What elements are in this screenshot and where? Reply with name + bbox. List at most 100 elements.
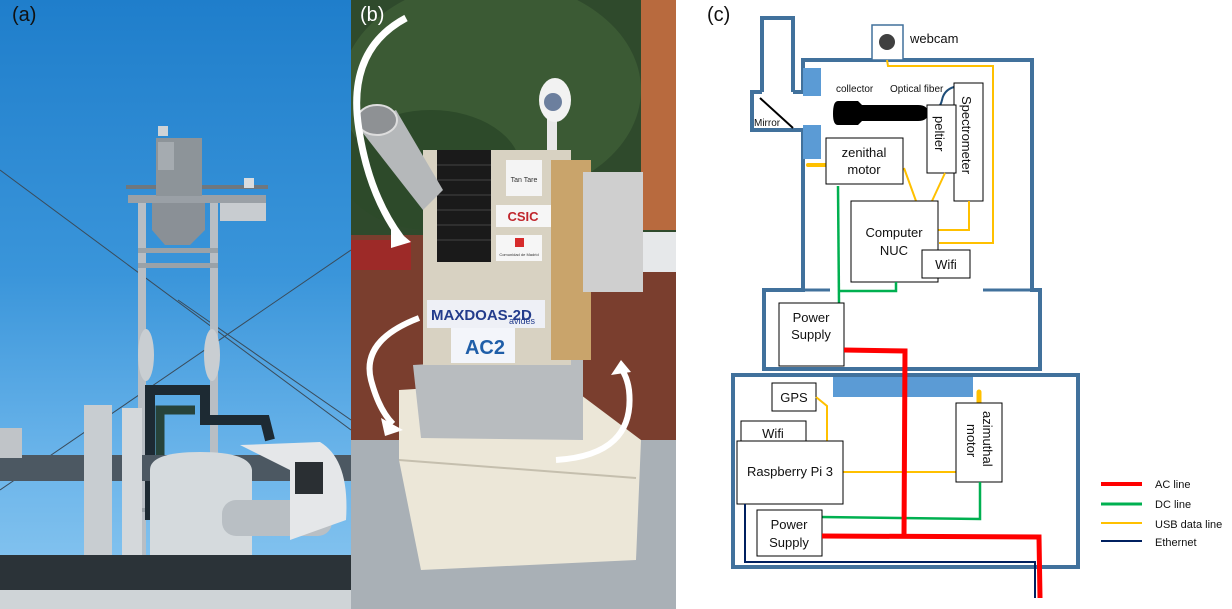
guy-wire [0,169,351,431]
tower-photo-illustration [0,126,351,609]
azimuthal-arrow-head-left [381,418,403,436]
legend: AC line DC line USB data line Ethernet [1101,479,1222,549]
instrument-side [158,142,174,170]
usb-webcam-to-nuc [886,59,994,244]
ac-top-supply [843,347,908,538]
dc-nuc [839,282,898,293]
lower-housing [731,373,1080,569]
azimuthal-arrow-head-right [611,360,631,375]
dc-lines-upper [836,185,898,304]
sticker-logo-text: Tan Tare [511,177,538,184]
side-panel [583,172,643,292]
webcam-lens [544,93,562,111]
panel-label-a: (a) [12,4,37,26]
power-supply-bottom-box [756,509,823,557]
parapet-wall [0,590,351,609]
platform-box [220,203,266,221]
tower-leg [138,195,146,609]
sticker-maxdoas-sub: avides [509,316,536,326]
sticker-madrid-text: Comunidad de Madrid [499,252,538,257]
webcam-icon [879,34,895,50]
zenith-bearing-top [803,68,821,96]
legend-label-ac: AC line [1155,479,1190,491]
fan-opening [295,462,323,494]
heat-sink [437,150,491,262]
tower-crossbar [138,263,218,268]
sticker-maxdoas-text: MAXDOAS-2D [431,307,532,324]
usb-lines-lower [815,396,956,473]
instrument-base [152,203,205,245]
dc-zenithal [836,185,841,304]
usb-peltier-to-nuc [931,172,946,202]
chimney [84,405,112,570]
power-supply-top-box [778,302,845,367]
azimuthal-motor-label-2: motor [964,424,979,458]
zenithal-motor-label-2: motor [847,162,881,177]
dc-line-lower [820,482,982,521]
ac-bottom-supply [821,533,1043,599]
gps-label: GPS [780,390,808,405]
collector-shape [833,101,928,125]
azimuthal-rotation-arrow-left [366,315,421,427]
computer-label-1: Computer [865,225,923,240]
legend-label-dc: DC line [1155,499,1191,511]
chimney [122,408,142,568]
zenithal-rotation-arrow [353,14,408,241]
wifi-top-label: Wifi [935,257,957,272]
usb-lines-upper [886,59,994,244]
sticker-logo [506,160,542,196]
power-supply-top-label-1: Power [793,310,831,325]
raspberry-pi-box [736,440,844,505]
legend-label-usb: USB data line [1155,519,1222,531]
photo-panel-a: (a) [0,0,351,609]
wifi-bottom-label: Wifi [762,426,784,441]
usb-zenithal-to-nuc [903,167,917,202]
zenithal-arrow-head [391,225,411,248]
sticker-ac2 [451,328,515,363]
tower-crossbar [138,248,218,253]
mirror-label: Mirror [754,118,781,129]
azimuthal-rotation-arrow-right [555,364,633,463]
periscope-tube [760,16,795,92]
madrid-logo [515,238,524,247]
zenithal-motor-label-1: zenithal [842,145,887,160]
ac-lines [821,347,1043,599]
webcam-label: webcam [909,31,958,46]
panel-label-c: (c) [707,4,731,26]
computer-label-2: NUC [880,243,908,258]
vent [0,428,22,458]
optical-fiber-label: Optical fiber [890,84,944,95]
collector-label: collector [836,84,874,95]
electronics-box [413,355,583,440]
peltier-label: peltier [932,116,947,152]
photo-panel-b: Tan Tare CSIC Comunidad de Madrid MAXDOA… [351,0,676,609]
guy-wire [0,249,351,491]
zenithal-motor-box [825,137,904,185]
webcam-mount [547,100,557,150]
tower-fitting [204,329,220,381]
schematic-panel-c: (c) Mirror webcam collector Optical fibe… [676,0,1232,609]
spectrometer-label: Spectrometer [959,96,974,175]
mirror-line [759,97,794,129]
insulated-pipe [145,385,275,520]
sticker-csic [496,205,551,227]
panel-label-b: (b) [360,4,385,26]
power-supply-top-label-2: Supply [791,327,831,342]
usb-spectrometer-to-nuc [937,201,970,231]
upper-housing [762,58,1042,371]
sticker-csic-text: CSIC [507,209,539,224]
usb-gps-to-pi [815,396,828,441]
tower-fitting [138,329,154,381]
tower-leg [210,195,218,609]
instrument-camera [158,126,168,136]
gps-box [771,382,817,412]
sticker-ac2-text: AC2 [465,337,505,359]
raspberry-pi-label: Raspberry Pi 3 [747,464,833,479]
tower-platform [128,195,266,203]
instrument-photo-illustration: Tan Tare CSIC Comunidad de Madrid MAXDOA… [351,0,676,609]
heat-sink-fins [437,164,491,241]
power-supply-bottom-label-2: Supply [769,535,809,550]
legend-label-ethernet: Ethernet [1155,537,1197,549]
peltier-box [926,104,957,174]
ac-unit [643,232,676,272]
